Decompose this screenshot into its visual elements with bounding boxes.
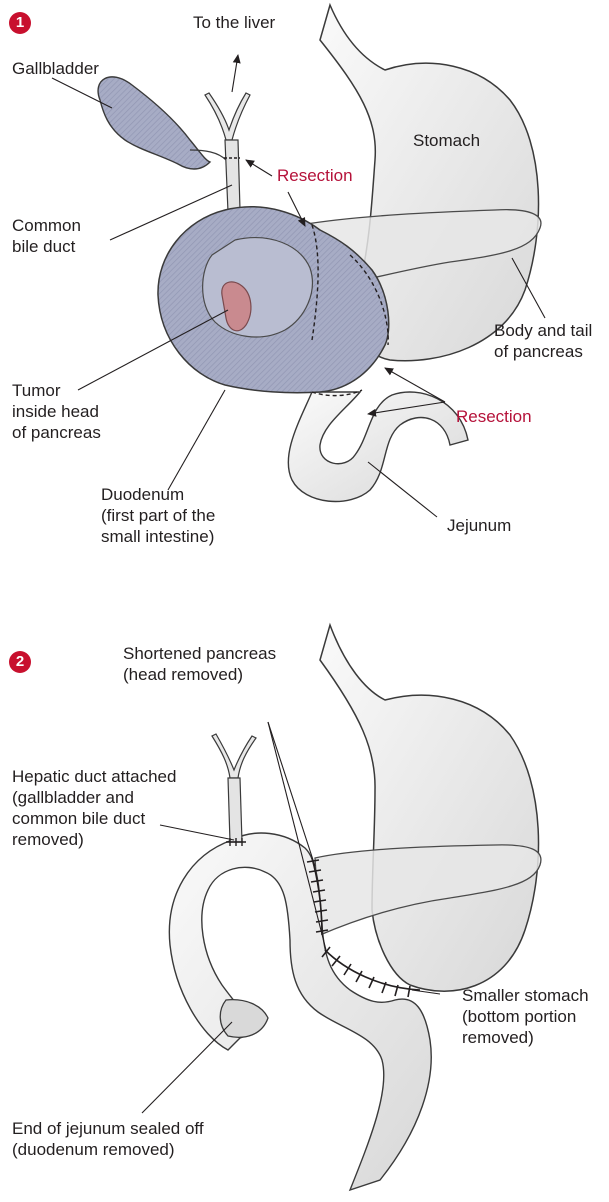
hepatic-duct-2 <box>212 734 256 778</box>
label-hepatic-duct-line2: (gallbladder and <box>12 787 176 808</box>
label-hepatic-duct-line1: Hepatic duct attached <box>12 766 176 787</box>
jejunum-shape <box>288 392 468 501</box>
label-body-tail-line2: of pancreas <box>494 341 592 362</box>
label-jejunum: Jejunum <box>447 515 511 536</box>
label-smaller-stomach-line3: removed) <box>462 1027 589 1048</box>
jejunum-sealed-end <box>220 1000 268 1038</box>
step-1-badge: 1 <box>9 12 31 34</box>
label-common-bile-duct-line2: bile duct <box>12 236 81 257</box>
label-hepatic-duct-line3: common bile duct <box>12 808 176 829</box>
label-resection-top: Resection <box>277 165 353 186</box>
label-hepatic-duct: Hepatic duct attached (gallbladder and c… <box>12 766 176 850</box>
label-to-the-liver: To the liver <box>193 12 275 33</box>
stomach-shape-2 <box>320 625 539 991</box>
panel-2-anatomy <box>142 625 541 1190</box>
common-bile-duct <box>225 140 240 212</box>
label-smaller-stomach-line2: (bottom portion <box>462 1006 589 1027</box>
label-shortened-pancreas-line2: (head removed) <box>123 664 276 685</box>
label-shortened-pancreas: Shortened pancreas (head removed) <box>123 643 276 685</box>
label-end-of-jejunum: End of jejunum sealed off (duodenum remo… <box>12 1118 204 1160</box>
gallbladder-shape <box>98 77 210 169</box>
label-end-of-jejunum-line1: End of jejunum sealed off <box>12 1118 204 1139</box>
label-shortened-pancreas-line1: Shortened pancreas <box>123 643 276 664</box>
label-duodenum-line2: (first part of the <box>101 505 215 526</box>
label-end-of-jejunum-line2: (duodenum removed) <box>12 1139 204 1160</box>
label-body-tail-line1: Body and tail <box>494 320 592 341</box>
label-duodenum: Duodenum (first part of the small intest… <box>101 484 215 547</box>
hepatic-duct <box>205 93 250 140</box>
step-2-badge: 2 <box>9 651 31 673</box>
label-duodenum-line1: Duodenum <box>101 484 215 505</box>
label-common-bile-duct-line1: Common <box>12 215 81 236</box>
label-smaller-stomach-line1: Smaller stomach <box>462 985 589 1006</box>
label-resection-bottom: Resection <box>456 406 532 427</box>
label-tumor-line1: Tumor <box>12 380 101 401</box>
label-hepatic-duct-line4: removed) <box>12 829 176 850</box>
label-stomach: Stomach <box>413 130 480 151</box>
label-duodenum-line3: small intestine) <box>101 526 215 547</box>
label-tumor-line2: inside head <box>12 401 101 422</box>
label-common-bile-duct: Common bile duct <box>12 215 81 257</box>
label-body-tail-pancreas: Body and tail of pancreas <box>494 320 592 362</box>
panel-1-anatomy <box>52 5 545 517</box>
label-gallbladder: Gallbladder <box>12 58 99 79</box>
label-smaller-stomach: Smaller stomach (bottom portion removed) <box>462 985 589 1048</box>
label-tumor-line3: of pancreas <box>12 422 101 443</box>
label-tumor: Tumor inside head of pancreas <box>12 380 101 443</box>
